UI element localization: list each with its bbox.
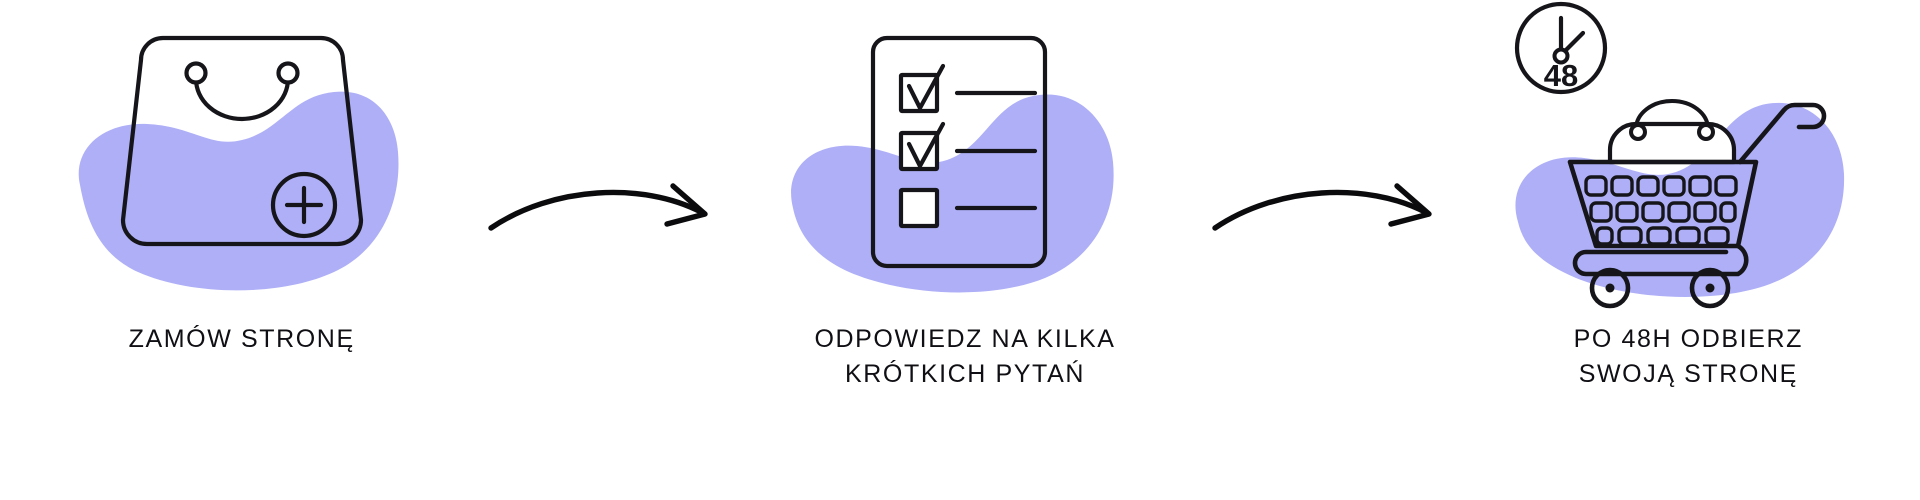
cart-wheel-right-hub (1705, 283, 1715, 293)
checkmark-1 (906, 63, 946, 111)
step-label-order-site: ZAMÓW STRONĘ (128, 325, 355, 353)
cart-wheel-left-hub (1605, 283, 1615, 293)
bag-body (120, 35, 363, 247)
cart-bag-knob-left (1629, 123, 1648, 141)
arrow-curve (1211, 189, 1428, 231)
blob-shape (78, 91, 399, 291)
arrow-head (1387, 183, 1432, 227)
cart-basket-grid (1584, 175, 1739, 246)
arrow-head (664, 183, 709, 227)
basket-cell (1704, 226, 1731, 246)
shopping-bag-plus-icon (42, 0, 442, 300)
basket-cell (1719, 201, 1738, 223)
arrow-curve (488, 189, 705, 231)
step-order-site: ZAMÓW STRONĘ (10, 0, 473, 500)
basket-cell (1584, 175, 1609, 197)
basket-cell (1615, 201, 1640, 223)
cart-handle (1738, 102, 1827, 165)
checklist-document-icon (765, 0, 1165, 300)
checkbox-3 (898, 187, 940, 229)
basket-cell (1662, 175, 1687, 197)
checkbox-1 (898, 72, 940, 114)
basket-cell (1610, 175, 1635, 197)
checkmark-2 (906, 121, 946, 169)
basket-cell (1675, 226, 1702, 246)
cart-frame (1573, 243, 1749, 277)
basket-cell (1667, 201, 1692, 223)
cart-wheel-left (1590, 267, 1631, 309)
document-body (870, 35, 1048, 269)
basket-cell (1589, 201, 1614, 223)
clock-badge-label: 48 (1544, 58, 1578, 93)
basket-cell (1617, 226, 1644, 246)
cart-bag-body (1608, 121, 1737, 165)
cart-bag-knob-right (1697, 123, 1716, 141)
checkbox-2 (898, 130, 940, 172)
blob-shape (1515, 102, 1845, 297)
step-label-answer-questions: ODPOWIEDZ NA KILKA KRÓTKICH PYTAŃ (814, 325, 1116, 388)
cart-bag-handle (1634, 99, 1711, 131)
basket-cell (1693, 201, 1718, 223)
basket-cell (1646, 226, 1673, 246)
step-receive-site: 48 (1457, 0, 1920, 500)
basket-cell (1714, 175, 1739, 197)
basket-cell (1688, 175, 1713, 197)
curved-arrow-right-icon-1 (473, 0, 733, 500)
basket-cell (1595, 226, 1615, 246)
bag-handle-knob-right (276, 61, 300, 85)
curved-arrow-right-icon-2 (1197, 0, 1457, 500)
plus-badge-circle (270, 171, 337, 239)
step-label-receive-site: PO 48H ODBIERZ SWOJĄ STRONĘ (1573, 325, 1804, 388)
basket-cell (1641, 201, 1666, 223)
basket-cell (1636, 175, 1661, 197)
step-answer-questions: ODPOWIEDZ NA KILKA KRÓTKICH PYTAŃ (733, 0, 1196, 500)
bag-handle (193, 76, 290, 122)
bag-handle-knob-left (184, 61, 208, 85)
clock-center-pin (1552, 47, 1570, 65)
cart-wheel-right (1690, 267, 1731, 309)
shopping-cart-clock-icon: 48 (1488, 0, 1888, 309)
